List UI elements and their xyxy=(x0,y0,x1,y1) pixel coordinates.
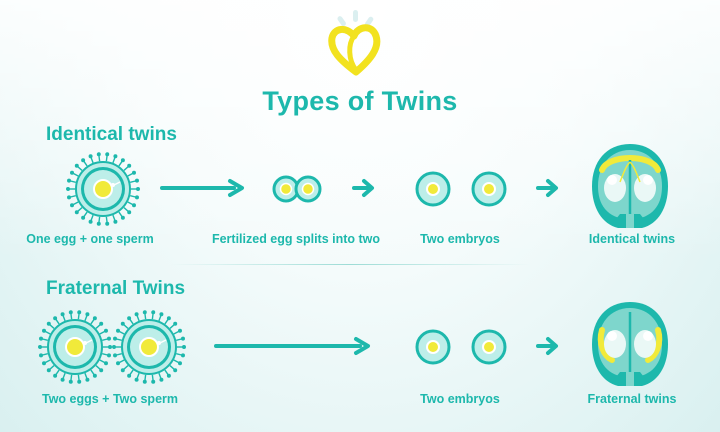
section-divider xyxy=(170,264,530,265)
short-arrow-icon xyxy=(352,179,374,197)
two-embryos-icon xyxy=(415,171,507,207)
fraternal-twins-womb-icon xyxy=(592,302,668,386)
caption-identical-twins: Identical twins xyxy=(588,232,676,246)
long-arrow-icon xyxy=(214,337,370,355)
identical-heading: Identical twins xyxy=(46,124,177,145)
page-title: Types of Twins xyxy=(262,86,458,116)
caption-egg-splits: Fertilized egg splits into two xyxy=(211,232,381,246)
caption-two-eggs: Two eggs + Two sperm xyxy=(41,392,179,406)
caption-two-embryos: Two embryos xyxy=(420,232,500,246)
two-embryos-icon xyxy=(415,329,507,365)
caption-fraternal-twins: Fraternal twins xyxy=(587,392,677,406)
caption-one-egg: One egg + one sperm xyxy=(26,232,154,246)
identical-twins-womb-icon xyxy=(592,144,668,228)
splitting-egg-icon xyxy=(272,175,322,203)
short-arrow-icon xyxy=(536,337,558,355)
short-arrow-icon xyxy=(536,179,558,197)
egg-with-sperm-icon xyxy=(112,310,186,384)
fraternal-heading: Fraternal Twins xyxy=(46,278,186,299)
egg-with-sperm-icon xyxy=(66,152,140,226)
egg-with-sperm-icon xyxy=(38,310,112,384)
long-arrow-icon xyxy=(160,179,244,197)
heart-brand-icon xyxy=(328,10,381,76)
caption-two-embryos: Two embryos xyxy=(420,392,500,406)
